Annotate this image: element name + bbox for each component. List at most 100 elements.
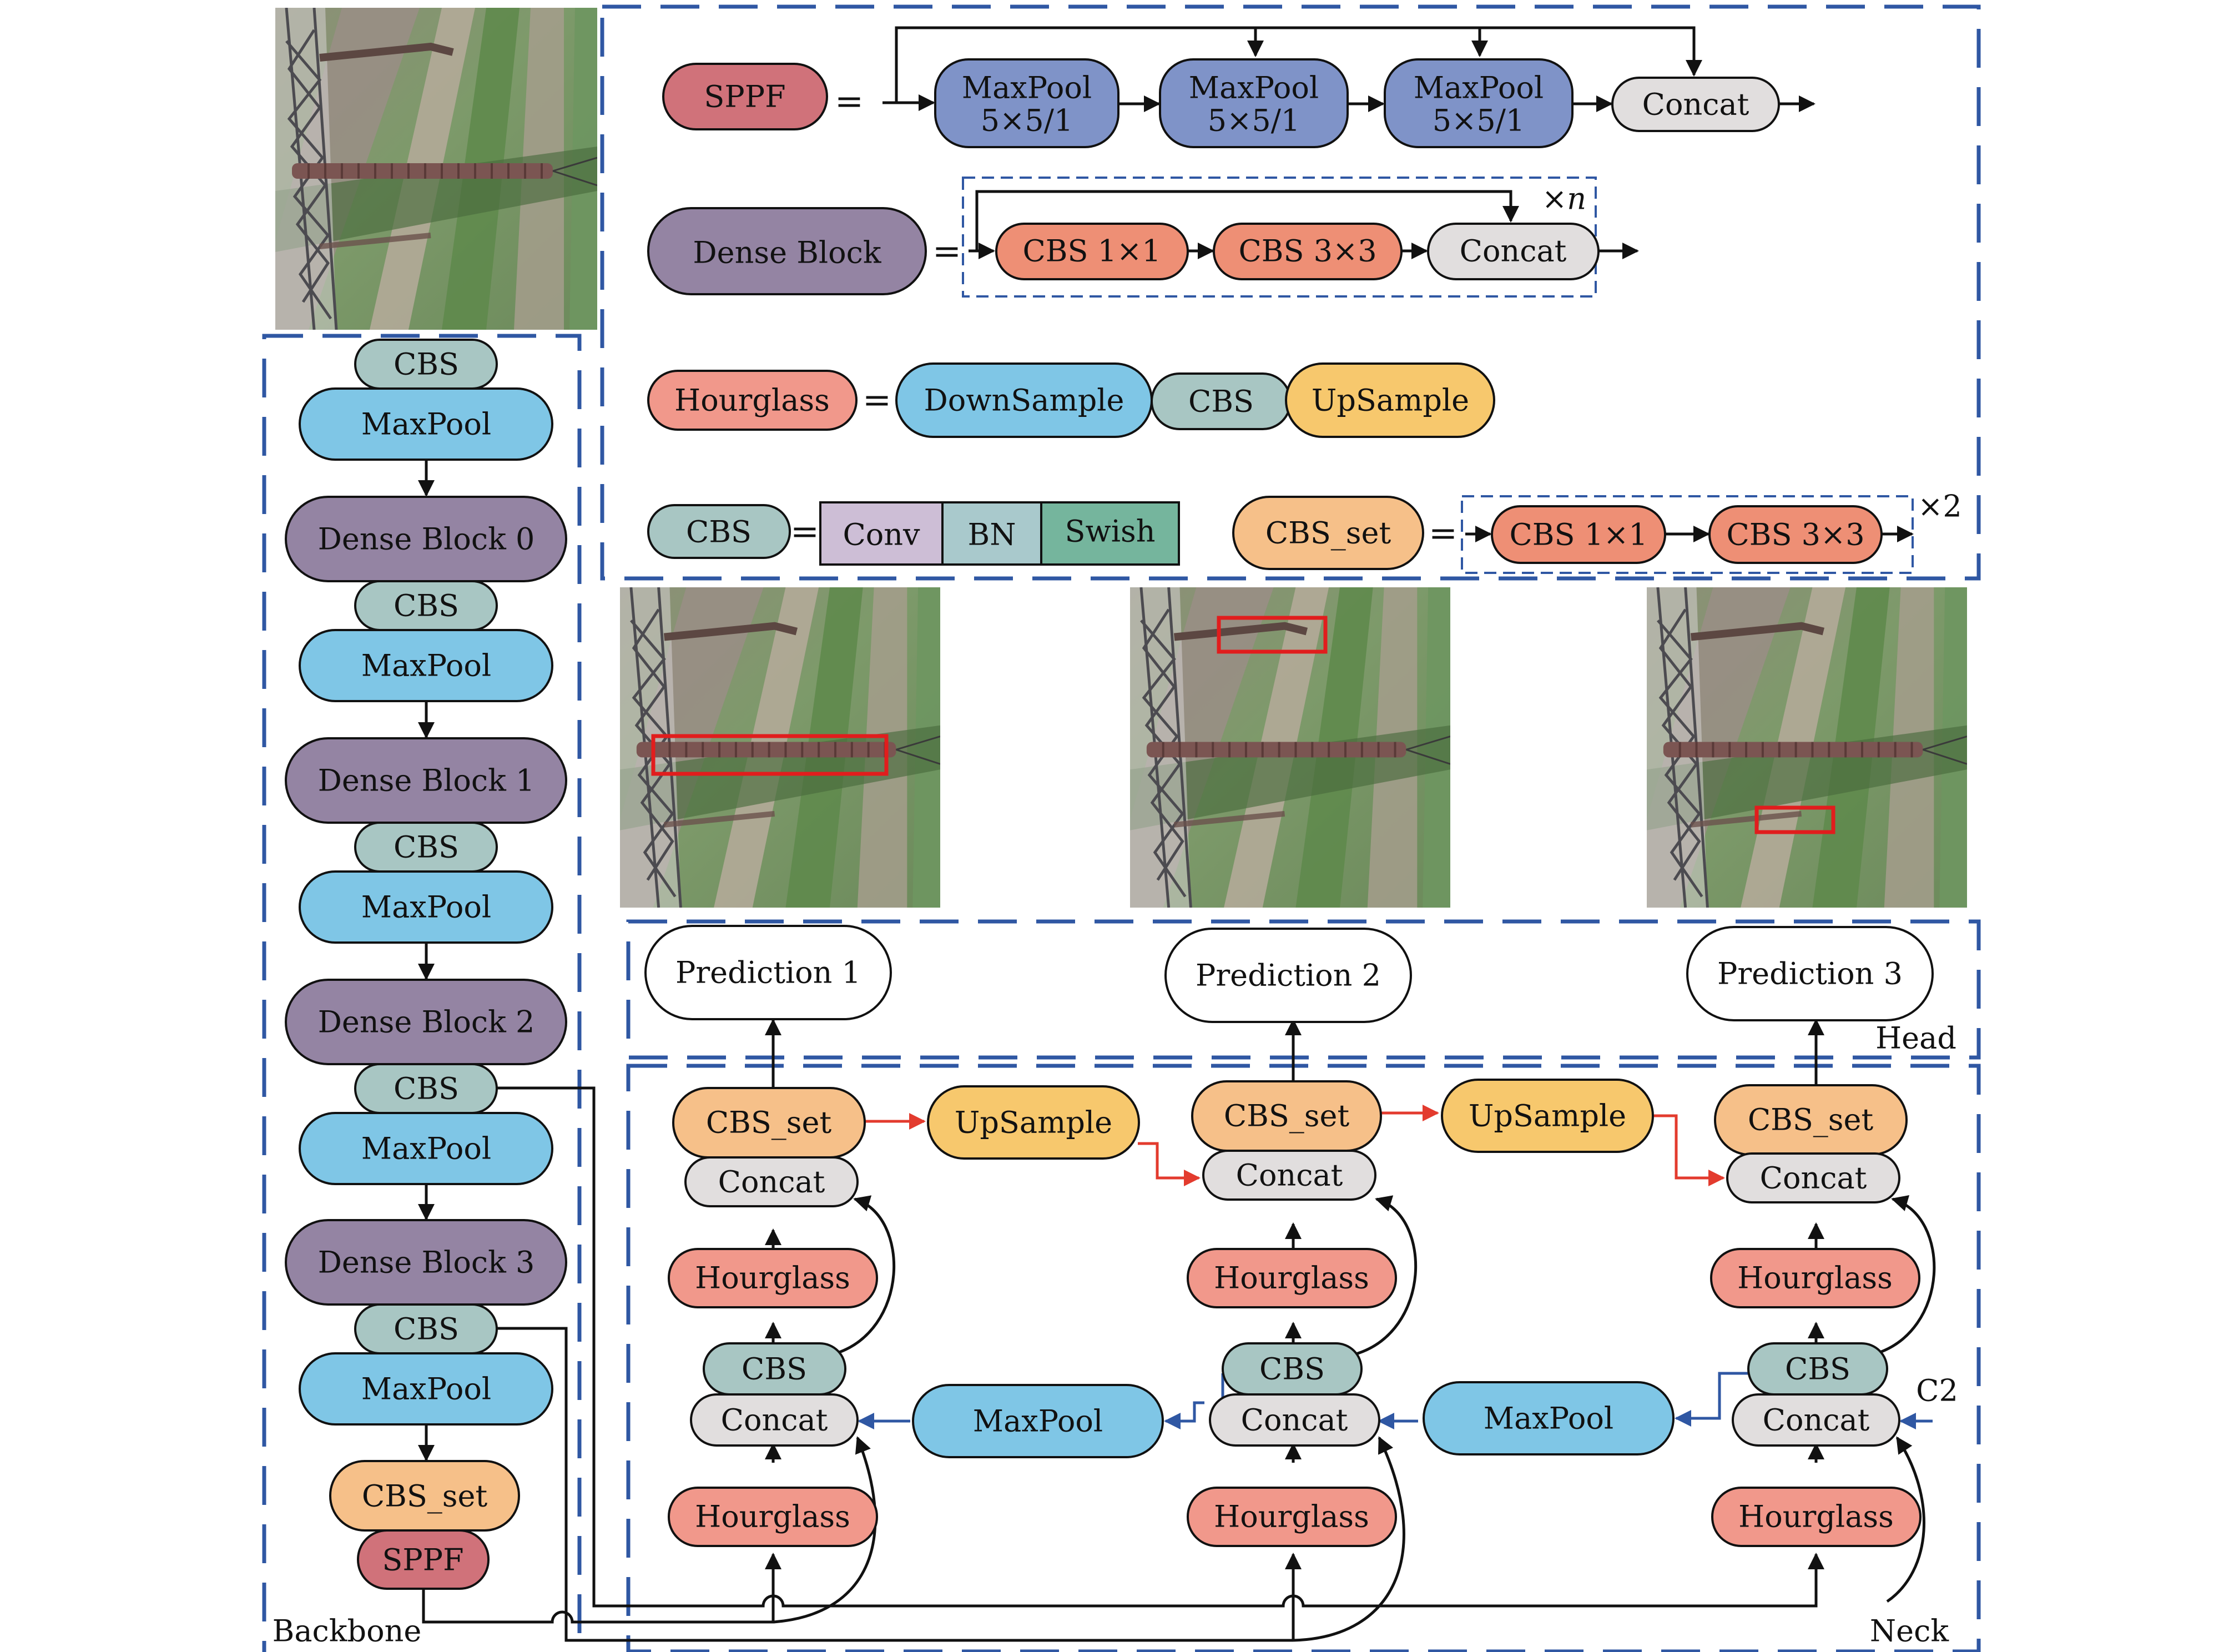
neck-1-hourglass-bottom-label: Hourglass [695,1499,850,1534]
legend-cbs-bn [941,501,1042,566]
legend-cbs-swish [1040,501,1180,566]
backbone-cbs-2-label: CBS [394,588,459,623]
neck-3-hourglass-bottom-label: Hourglass [1738,1499,1894,1534]
backbone-dense-0-label: Dense Block 0 [318,522,535,557]
backbone-maxpool-4 [299,1112,553,1185]
prediction-3-node [1686,926,1934,1021]
neck-1-concat-top-label: Concat [718,1165,825,1200]
legend-sppf-node [662,63,828,130]
legend-hourglass-up-label: UpSample [1312,383,1469,418]
legend-hourglass-label: Hourglass [674,383,830,418]
neck-section-label: Neck [1870,1614,1949,1649]
legend-dense-equals: = [932,231,961,271]
legend-sppf-label: SPPF [704,79,785,114]
legend-hourglass-down-label: DownSample [924,383,1124,418]
neck-1-hourglass-bottom [668,1487,878,1547]
legend-cbs-conv-label: Conv [843,517,920,552]
legend-dense-cbs3-label: CBS 3×3 [1238,234,1376,269]
neck-1-concat-top [684,1156,859,1207]
legend-cbs-swish-label: Swish [1065,514,1156,549]
legend-cbs-label: CBS [686,515,752,550]
input-image [275,8,597,330]
neck-3-hourglass-bottom [1711,1487,1922,1547]
legend-cbs-node [647,504,791,559]
backbone-maxpool-2 [299,629,553,702]
legend-cbsset-equals: = [1429,513,1458,553]
legend-sppf-maxpool-3 [1384,58,1574,148]
neck-2-concat-bottom-label: Concat [1241,1403,1348,1438]
neck-border [626,1064,1981,1652]
bbox-2 [1217,616,1328,654]
legend-sppf-mp3-line1: MaxPool [1414,70,1544,105]
backbone-maxpool-3 [299,870,553,944]
neck-upsample-2-label: UpSample [1469,1099,1626,1134]
neck-1-hourglass-top [668,1248,878,1308]
legend-dense-concat [1427,223,1600,280]
backbone-cbs-1-label: CBS [394,347,459,382]
backbone-dense-1-label: Dense Block 1 [318,763,535,798]
legend-dense-repeat: ×n [1542,182,1586,216]
neck-maxpool-1-label: MaxPool [973,1404,1103,1439]
neck-maxpool-1 [912,1384,1164,1458]
legend-sppf-concat [1611,77,1780,132]
backbone-maxpool-5 [299,1352,553,1426]
legend-cbs-conv [819,501,944,566]
neck-1-cbs-set-label: CBS_set [706,1105,832,1140]
prediction-1-label: Prediction 1 [675,955,861,990]
neck-3-concat-top [1726,1152,1900,1203]
legend-sppf-maxpool-2 [1159,58,1349,148]
legend-panel-border [600,4,1981,581]
neck-3-cbs-label: CBS [1785,1352,1850,1387]
legend-cbs-equals: = [790,511,819,552]
backbone-sppf [357,1529,490,1590]
neck-maxpool-2-label: MaxPool [1484,1401,1613,1436]
neck-3-concat-top-label: Concat [1760,1161,1867,1196]
legend-cbsset-cbs3-label: CBS 3×3 [1726,517,1864,552]
bbox-1 [651,734,889,776]
legend-sppf-concat-label: Concat [1642,87,1749,122]
legend-dense-concat-label: Concat [1460,234,1567,269]
backbone-sppf-label: SPPF [382,1543,463,1578]
dense-repeat-border [962,177,1597,298]
neck-1-concat-bottom-label: Concat [721,1403,828,1438]
legend-sppf-maxpool-1 [934,58,1119,148]
prediction-1-node [644,925,892,1020]
neck-2-cbs-label: CBS [1259,1352,1325,1387]
neck-2-concat-top [1202,1150,1376,1201]
legend-dense-label: Dense Block [693,235,882,270]
bbox-3 [1754,805,1835,834]
neck-2-hourglass-top-label: Hourglass [1214,1261,1369,1296]
neck-3-hourglass-top [1710,1248,1920,1308]
neck-1-cbs-label: CBS [742,1352,807,1387]
legend-sppf-equals: = [835,81,864,122]
neck-upsample-1-label: UpSample [955,1105,1112,1140]
legend-dense-cbs3 [1213,223,1403,280]
backbone-dense-3-label: Dense Block 3 [318,1245,535,1280]
legend-cbsset-label: CBS_set [1265,516,1391,551]
backbone-dense-2-label: Dense Block 2 [318,1005,535,1040]
backbone-maxpool-2-label: MaxPool [361,648,491,683]
legend-hourglass-up [1285,362,1495,438]
backbone-maxpool-1-label: MaxPool [361,407,491,442]
legend-sppf-mp1-line2: 5×5/1 [981,103,1073,138]
neck-2-concat-top-label: Concat [1236,1158,1343,1193]
backbone-cbs-set-label: CBS_set [362,1479,488,1514]
backbone-section-label: Backbone [273,1614,422,1649]
neck-2-hourglass-bottom-label: Hourglass [1214,1499,1369,1534]
result-image-3 [1647,587,1967,908]
legend-cbsset-repeat: ×2 [1918,489,1962,524]
legend-sppf-mp2-line2: 5×5/1 [1208,103,1300,138]
legend-dense-cbs1-label: CBS 1×1 [1022,234,1161,269]
legend-dense-cbs1 [995,223,1189,280]
backbone-cbs-4-label: CBS [394,1071,459,1106]
backbone-cbs-5-label: CBS [394,1312,459,1347]
neck-upsample-1 [927,1085,1140,1160]
result-image-2 [1130,587,1450,908]
neck-2-concat-bottom [1209,1393,1380,1447]
legend-cbsset-cbs1 [1491,505,1666,564]
neck-upsample-2 [1441,1079,1654,1153]
neck-3-hourglass-top-label: Hourglass [1737,1261,1893,1296]
legend-cbsset-cbs3 [1708,505,1883,564]
neck-c2-label: C2 [1916,1373,1958,1408]
result-image-1 [620,587,940,908]
